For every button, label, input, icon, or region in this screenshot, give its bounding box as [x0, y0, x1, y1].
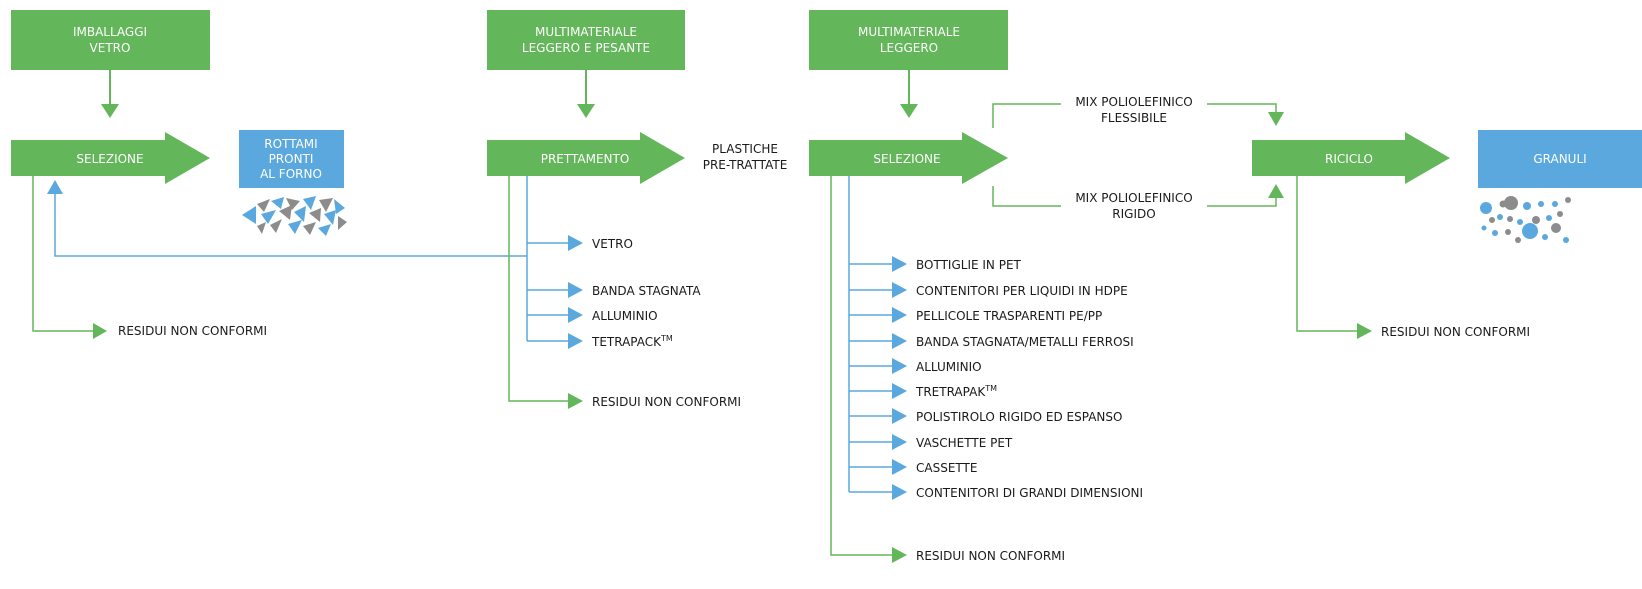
- col3-stream-grandi-dimensioni: CONTENITORI DI GRANDI DIMENSIONI: [916, 486, 1143, 500]
- mix-rigid-arrowhead: [1268, 184, 1284, 198]
- col4-process-label: RICICLO: [1325, 152, 1373, 166]
- mix-flexible-arrowhead: [1268, 112, 1284, 126]
- col4-process-arrow: [1252, 132, 1450, 184]
- col3-stream-arrowhead: [892, 333, 907, 349]
- col1-input-box: [11, 10, 210, 70]
- col2-process-label: PRETTAMENTO: [541, 152, 630, 166]
- col2-stream-arrowhead: [568, 235, 583, 251]
- col2-output-line2: PRE-TRATTATE: [703, 158, 788, 172]
- col1-residue-arrowhead: [93, 323, 107, 339]
- col3-stream-tretrapak: TRETRAPAKTM: [915, 384, 997, 399]
- col2-input-box: [487, 10, 685, 70]
- col2-stream-arrowhead: [568, 282, 583, 298]
- col4-residue-arrowhead: [1357, 323, 1372, 339]
- col3-stream-arrowhead: [892, 358, 907, 374]
- col3-stream-arrowhead: [892, 383, 907, 399]
- col1-output-line3: AL FORNO: [260, 167, 322, 181]
- col2-stream-arrowhead: [568, 307, 583, 323]
- mix-rigid-connector-in: [992, 186, 1061, 207]
- col3-stream-alluminio: ALLUMINIO: [916, 360, 982, 374]
- col1-input-line1: IMBALLAGGI: [73, 25, 147, 39]
- col3-stream-arrowhead: [892, 434, 907, 450]
- col2-residue-connector: [508, 176, 569, 402]
- col2-stream-alluminio: ALLUMINIO: [592, 309, 658, 323]
- col1-residue-label: RESIDUI NON CONFORMI: [118, 324, 267, 338]
- col3-stream-arrowhead: [892, 256, 907, 272]
- col1-residue-connector: [32, 176, 94, 332]
- col4-residue-label: RESIDUI NON CONFORMI: [1381, 325, 1530, 339]
- col2-residue-label: RESIDUI NON CONFORMI: [592, 395, 741, 409]
- col4-residue-connector: [1296, 176, 1358, 332]
- granules-icon: [1480, 196, 1571, 243]
- col3-input-line2: LEGGERO: [880, 41, 938, 55]
- col3-residue-arrowhead: [892, 547, 907, 563]
- col2-input-line1: MULTIMATERIALE: [535, 25, 637, 39]
- col1-output-line2: PRONTI: [269, 152, 314, 166]
- col1-down-arrowhead: [101, 104, 119, 118]
- glass-return-arrowhead: [47, 180, 63, 194]
- col4-output-box: [1478, 130, 1642, 188]
- glass-return-connector: [54, 192, 527, 257]
- col3-stream-pellicole: PELLICOLE TRASPARENTI PE/PP: [916, 309, 1102, 323]
- col4-group: RICICLO GRANULI: [1252, 130, 1642, 339]
- col1-process-arrow: [11, 132, 210, 184]
- col1-output-box: [239, 130, 344, 188]
- col2-stream-arrowhead: [568, 333, 583, 349]
- col3-residue-connector: [830, 176, 893, 556]
- col1-output-line1: ROTTAMI: [264, 137, 317, 151]
- col3-down-arrowhead: [900, 104, 918, 118]
- col3-input-line1: MULTIMATERIALE: [858, 25, 960, 39]
- col1-process-label: SELEZIONE: [76, 152, 143, 166]
- col3-stream-arrowhead: [892, 408, 907, 424]
- col2-stream-banda-stagnata: BANDA STAGNATA: [592, 284, 701, 298]
- col3-stream-bottiglie-pet: BOTTIGLIE IN PET: [916, 258, 1022, 272]
- mix-rigid-line2: RIGIDO: [1112, 207, 1155, 221]
- col1-group: IMBALLAGGI VETRO SELEZIONE ROTTAMI PRONT…: [11, 10, 347, 339]
- mix-rigid-line1: MIX POLIOLEFINICO: [1075, 191, 1192, 205]
- col3-stream-cassette: CASSETTE: [916, 461, 977, 475]
- mix-flexible-line2: FLESSIBILE: [1101, 111, 1167, 125]
- col2-residue-arrowhead: [568, 393, 583, 409]
- col3-group: MULTIMATERIALE LEGGERO SELEZIONE MIX POL…: [809, 10, 1284, 563]
- mix-flexible-connector-in: [992, 103, 1061, 128]
- col2-stream-tetrapack: TETRAPACKTM: [591, 334, 673, 349]
- col3-stream-arrowhead: [892, 282, 907, 298]
- mix-flexible-line1: MIX POLIOLEFINICO: [1075, 95, 1192, 109]
- col2-down-arrowhead: [577, 104, 595, 118]
- col3-residue-label: RESIDUI NON CONFORMI: [916, 549, 1065, 563]
- col3-input-box: [809, 10, 1008, 70]
- col2-input-line2: LEGGERO E PESANTE: [522, 41, 650, 55]
- col3-process-arrow: [809, 132, 1008, 184]
- col2-process-arrow: [487, 132, 685, 184]
- col3-stream-arrowhead: [892, 484, 907, 500]
- col3-stream-arrowhead: [892, 307, 907, 323]
- col2-output-line1: PLASTICHE: [712, 142, 778, 156]
- col2-group: MULTIMATERIALE LEGGERO E PESANTE PRETTAM…: [47, 10, 787, 409]
- col3-stream-metalli-ferrosi: BANDA STAGNATA/METALLI FERROSI: [916, 335, 1134, 349]
- col3-stream-arrowhead: [892, 459, 907, 475]
- col4-output-label: GRANULI: [1533, 152, 1586, 166]
- col3-stream-polistirolo: POLISTIROLO RIGIDO ED ESPANSO: [916, 410, 1122, 424]
- col2-stream-vetro: VETRO: [592, 237, 633, 251]
- mix-flexible-connector-out: [1207, 103, 1277, 114]
- col1-input-line2: VETRO: [90, 41, 131, 55]
- glass-shards-icon: [242, 196, 347, 236]
- col3-stream-vaschette-pet: VASCHETTE PET: [916, 436, 1013, 450]
- col3-process-label: SELEZIONE: [873, 152, 940, 166]
- col3-stream-hdpe: CONTENITORI PER LIQUIDI IN HDPE: [916, 284, 1128, 298]
- mix-rigid-connector-out: [1207, 196, 1277, 207]
